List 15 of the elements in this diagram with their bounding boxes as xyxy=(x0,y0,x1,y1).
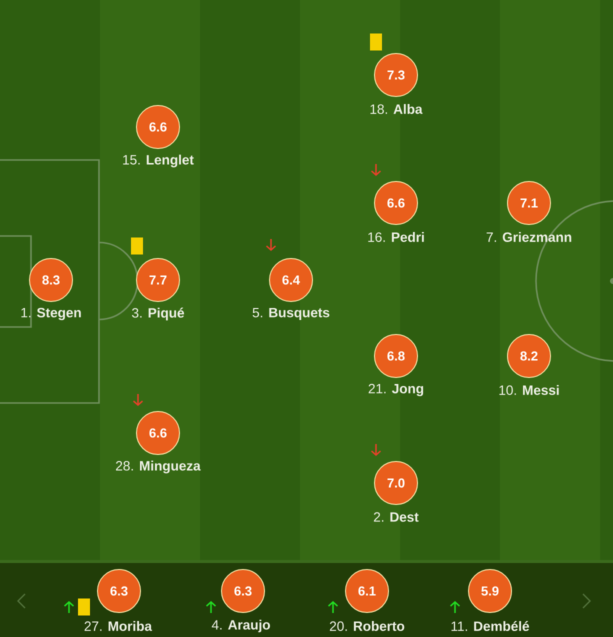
player-name: 27. Moriba xyxy=(84,621,152,631)
player-name: 18. Alba xyxy=(370,104,423,114)
player-name: 15. Lenglet xyxy=(123,154,194,168)
player-name: 28. Mingueza xyxy=(116,460,201,474)
player-name: 21. Jong xyxy=(368,384,424,396)
player-name: 5. Busquets xyxy=(252,308,330,320)
player-name: 11. Dembélé xyxy=(452,621,530,632)
player-name: 7. Griezmann xyxy=(486,232,572,242)
player-name: 3. Piqué xyxy=(132,308,184,320)
player-name: 10. Messi xyxy=(499,385,559,395)
player-name: 1. Stegen xyxy=(21,308,81,320)
player-name: 20. Roberto xyxy=(330,621,404,631)
player-name: 2. Dest xyxy=(374,512,419,522)
player-name: 4. Araujo xyxy=(212,620,270,632)
player-name: 16. Pedri xyxy=(368,232,424,242)
